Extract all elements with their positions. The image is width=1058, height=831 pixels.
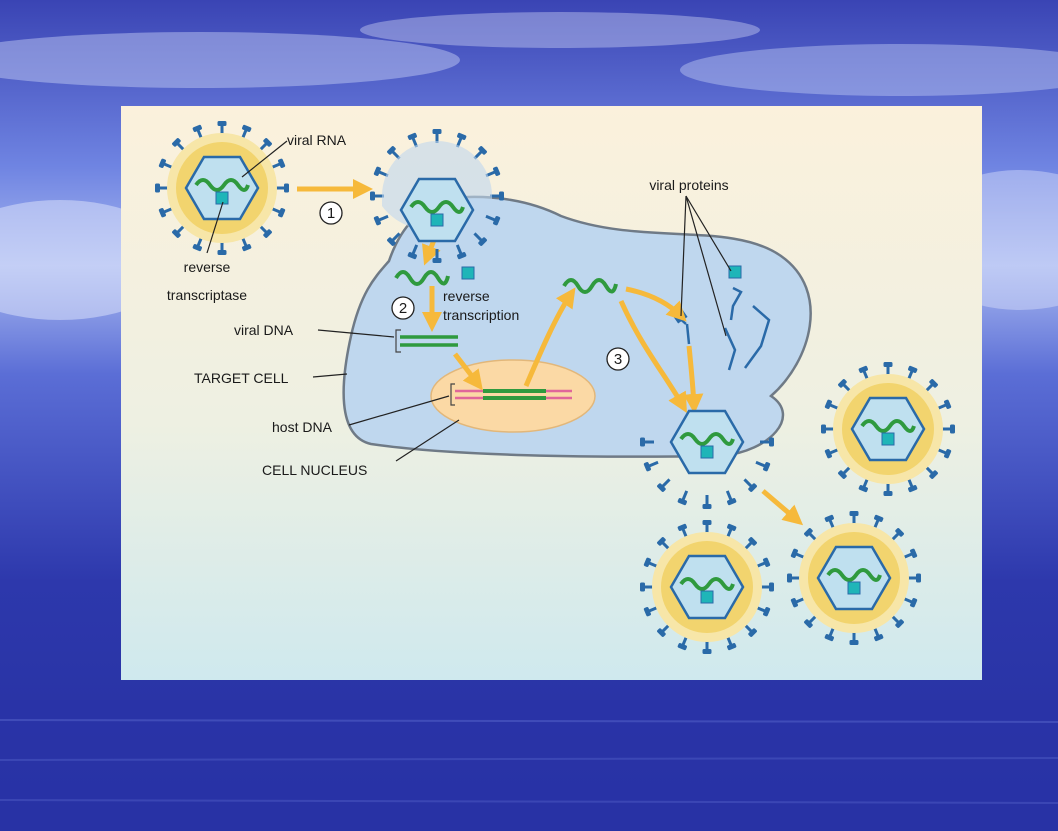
label-cell-nucleus: CELL NUCLEUS (262, 462, 367, 478)
virus-spike (638, 581, 656, 593)
free-reverse-transcriptase (461, 266, 475, 280)
free-viral-rna (394, 270, 450, 286)
viral-dna (400, 335, 458, 347)
virion-entering-cell (368, 127, 506, 265)
virus-spike (431, 127, 443, 145)
arrow-integration (453, 352, 483, 391)
svg-text:3: 3 (614, 351, 622, 368)
virus-spike (675, 487, 693, 508)
svg-text:2: 2 (399, 300, 407, 317)
diagram-panel: 1 2 3 viral RNA reverse transcriptase vi… (121, 106, 982, 680)
virion-mature-right (819, 360, 957, 498)
virus-spike (701, 638, 713, 656)
label-viral-proteins: viral proteins (649, 177, 728, 193)
virion-incoming (153, 119, 291, 257)
virus-spike (368, 190, 386, 202)
viral-dna-bracket (395, 329, 401, 353)
virus-spike (721, 487, 739, 508)
arrow-to-proteins (625, 286, 687, 322)
host-dna-bracket (450, 383, 455, 406)
step-2-marker: 2 (391, 296, 415, 320)
svg-text:1: 1 (327, 205, 335, 222)
viral-protein-square (728, 265, 742, 279)
virus-spike (752, 456, 773, 474)
arrow-rna-assembly (618, 299, 687, 413)
virion-mature-bottom-left (638, 518, 776, 656)
virus-spike (882, 360, 894, 378)
label-reverse-transcriptase-1: reverse (184, 259, 231, 275)
virus-spike (216, 239, 228, 257)
virus-spike (758, 581, 776, 593)
virus-spike (216, 119, 228, 137)
label-reverse-transcription-2: transcription (443, 307, 519, 323)
virus-spike (882, 480, 894, 498)
label-target-cell: TARGET CELL (194, 370, 289, 386)
virus-spike (701, 493, 713, 511)
label-viral-rna: viral RNA (287, 132, 347, 148)
arrow-protein-assembly (683, 345, 704, 414)
step-1-marker: 1 (319, 201, 343, 225)
new-viral-rna (562, 278, 618, 294)
virus-spike (654, 474, 675, 495)
virus-spike (819, 423, 837, 435)
step-3-marker: 3 (606, 347, 630, 371)
arrow-transcription (523, 287, 576, 387)
label-reverse-transcription-1: reverse (443, 288, 490, 304)
leader-lines (206, 140, 732, 462)
virus-spike (701, 518, 713, 536)
hiv-replication-diagram: 1 2 3 viral RNA reverse transcriptase vi… (153, 119, 957, 656)
host-dna-strand (455, 389, 572, 400)
virus-spike (939, 423, 957, 435)
virus-spike (739, 474, 760, 495)
virus-spike (785, 572, 803, 584)
virus-spike (273, 182, 291, 194)
label-reverse-transcriptase-2: transcriptase (167, 287, 247, 303)
virus-spike (848, 509, 860, 527)
virus-spike (905, 572, 923, 584)
virus-spike (641, 456, 662, 474)
virus-spike (371, 210, 392, 228)
label-viral-dna: viral DNA (234, 322, 294, 338)
arrow-release (761, 489, 804, 526)
arrow-uncoat (422, 239, 441, 266)
virus-spike (153, 182, 171, 194)
virion-mature-bottom-right (785, 509, 923, 647)
virus-spike (848, 629, 860, 647)
label-host-dna: host DNA (272, 419, 333, 435)
